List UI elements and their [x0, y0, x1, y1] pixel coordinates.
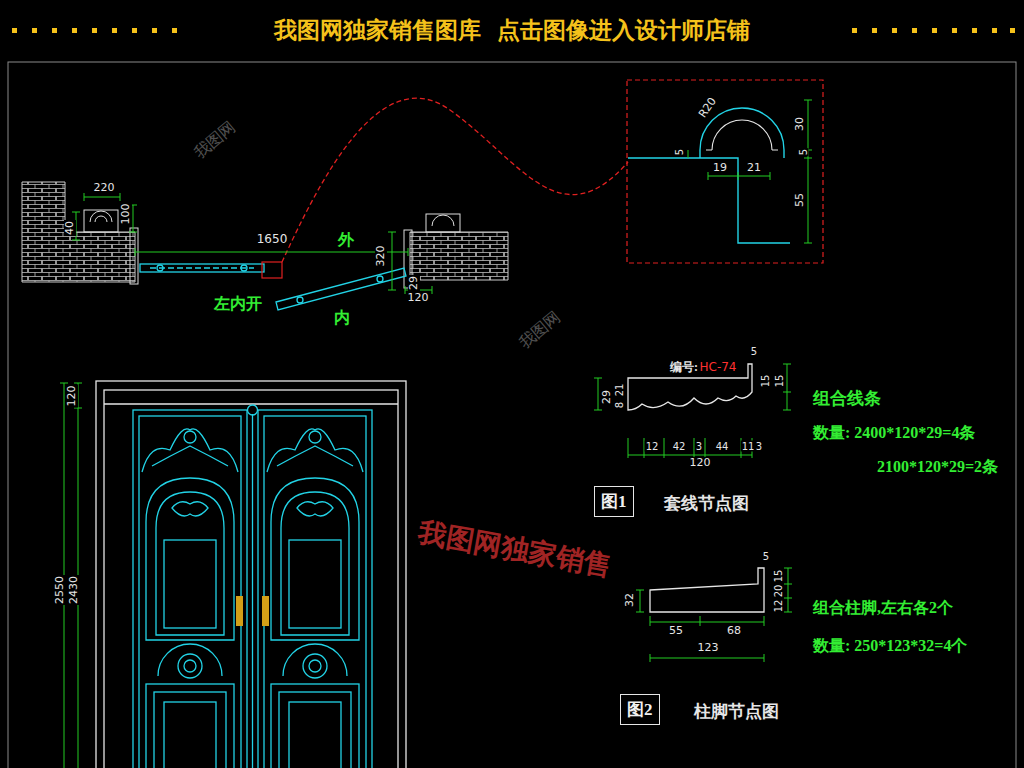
dimension-value: 30	[794, 116, 806, 132]
note-text: 外	[337, 231, 355, 249]
dimension-value: 20	[773, 584, 784, 599]
note-text: 组合柱脚,左右各2个	[812, 599, 954, 617]
figure-number: 图1	[601, 492, 627, 511]
note-text: 柱脚节点图	[693, 703, 780, 722]
dimension-value: 42	[672, 441, 687, 452]
dimension-value: 2550	[54, 575, 66, 605]
dimension-value: 5	[674, 148, 685, 156]
figure-number-box: 图2	[620, 694, 660, 725]
dimension-value: 15	[760, 374, 771, 389]
dimension-value: 55	[668, 625, 684, 637]
dimension-value: 55	[794, 192, 806, 208]
dimension-value: 29	[408, 275, 420, 291]
dimension-value: 8	[614, 401, 625, 409]
dimension-value: 12	[773, 599, 784, 614]
dimension-value: 40	[64, 220, 76, 236]
dimension-value: 3	[695, 441, 703, 452]
dimension-value: 2430	[68, 575, 80, 605]
dimension-value: 5	[762, 551, 770, 562]
dimension-value: 15	[773, 569, 784, 584]
dimension-value: 123	[697, 642, 720, 654]
dimension-value: 11	[741, 441, 756, 452]
dimension-value: 100	[120, 203, 132, 226]
dimension-value: 19	[712, 162, 728, 174]
note-text: 内	[333, 309, 351, 327]
dimension-value: 120	[66, 385, 78, 408]
dimension-value: 220	[93, 182, 116, 194]
header-banner-text: 我图网独家销售图库 点击图像进入设计师店铺	[270, 15, 754, 46]
note-text: 套线节点图	[663, 495, 750, 514]
stamp-watermark: 我图网独家销售	[415, 518, 615, 583]
figure-number: 图2	[627, 700, 653, 719]
figure-number-box: 图1	[594, 486, 634, 517]
note-text: 编号:	[669, 361, 699, 374]
dimension-value: 120	[689, 457, 712, 469]
dimension-value: 12	[645, 441, 660, 452]
dimension-value: 29	[601, 389, 613, 405]
note-text: 组合线条	[812, 390, 882, 409]
note-text: 2100*120*29=2条	[876, 458, 999, 476]
dimension-value: 1650	[256, 233, 289, 246]
dimension-value: 5	[750, 346, 758, 357]
watermark: 我图网	[515, 307, 565, 353]
dimension-value: 320	[375, 245, 387, 268]
note-text: 数量: 250*123*32=4个	[812, 637, 968, 655]
watermark: 我图网	[190, 117, 240, 163]
dimension-value: 120	[407, 292, 430, 304]
dimension-value: 68	[726, 625, 742, 637]
part-code: HC-74	[698, 361, 737, 374]
dimension-value: 21	[746, 162, 762, 174]
note-text: 左内开	[213, 295, 263, 313]
dimension-value: 32	[624, 592, 636, 608]
dimension-value: 44	[715, 441, 730, 452]
note-text: 数量: 2400*120*29=4条	[812, 424, 976, 442]
dimension-value: 5	[798, 148, 809, 156]
dimension-value: 21	[614, 383, 625, 398]
dimension-value: 15	[774, 374, 785, 389]
dimension-value: 3	[755, 441, 763, 452]
